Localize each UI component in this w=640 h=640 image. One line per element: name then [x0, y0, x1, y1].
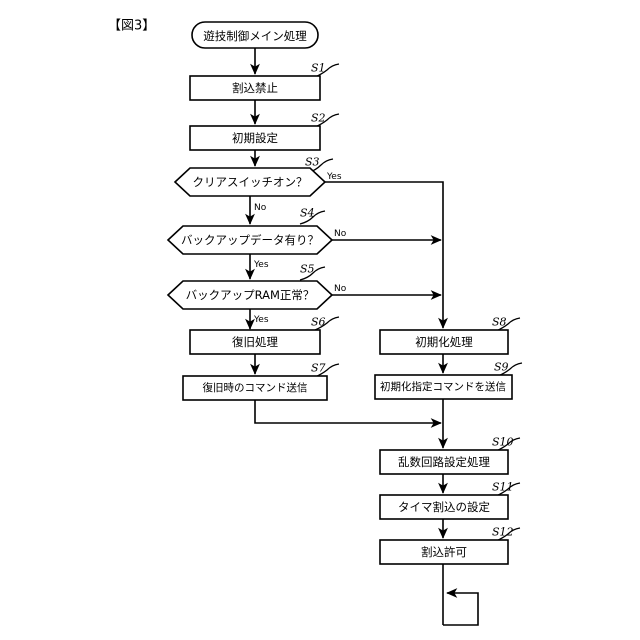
s11-label: タイマ割込の設定: [398, 500, 490, 514]
step-label-s7: S7: [311, 362, 326, 375]
node-s9[interactable]: 初期化指定コマンドを送信: [374, 374, 513, 400]
step-label-s11: S11: [492, 481, 514, 494]
step-label-s12: S12: [492, 526, 514, 539]
figure-label: 【図3】: [108, 19, 155, 34]
node-s11[interactable]: タイマ割込の設定: [379, 494, 509, 520]
node-s3[interactable]: クリアスイッチオン？: [173, 167, 327, 197]
s3-label: クリアスイッチオン？: [193, 175, 308, 189]
step-label-s6: S6: [311, 316, 326, 329]
s4-shape: [166, 225, 334, 255]
node-s12[interactable]: 割込許可: [379, 539, 509, 565]
leader-s1: [314, 63, 340, 78]
branch-label-s3-no: No: [254, 203, 267, 213]
leader-s5: [299, 266, 326, 281]
s6-shape: [189, 329, 321, 355]
start-shape: [191, 21, 319, 49]
s7-label: 復旧時のコマンド送信: [203, 381, 308, 394]
branch-label-s5-yes: Yes: [253, 315, 269, 325]
leader-s12: [495, 527, 521, 542]
step-label-s10: S10: [492, 436, 514, 449]
connector-s3-yes-to-rail: [325, 181, 448, 329]
s12-shape: [379, 539, 509, 565]
s12-label: 割込許可: [421, 545, 467, 559]
s9-shape: [374, 374, 513, 400]
step-label-s1: S1: [311, 62, 326, 75]
node-s1[interactable]: 割込禁止: [189, 75, 321, 101]
s4-label: バックアップデータ有り？: [181, 233, 319, 247]
node-s8[interactable]: 初期化処理: [379, 329, 509, 355]
connector-s7-to-rail: [254, 400, 442, 428]
connector-loop-back: [443, 588, 479, 626]
start-label: 遊技制御メイン処理: [203, 29, 307, 43]
step-label-s9: S9: [494, 361, 509, 374]
s8-label: 初期化処理: [415, 335, 473, 349]
step-label-s4: S4: [300, 207, 315, 220]
branch-label-s5-no: No: [334, 284, 347, 294]
s3-shape: [173, 167, 327, 197]
leader-s4: [299, 210, 326, 225]
s8-shape: [379, 329, 509, 355]
branch-label-s3-yes: Yes: [326, 172, 342, 182]
node-s10[interactable]: 乱数回路設定処理: [379, 449, 509, 475]
leader-s8: [495, 317, 521, 332]
node-s5[interactable]: バックアップRAM正常？: [166, 280, 334, 310]
branch-label-s4-no: No: [334, 229, 347, 239]
s1-label: 割込禁止: [232, 81, 278, 95]
s2-shape: [189, 125, 321, 151]
s11-shape: [379, 494, 509, 520]
leader-s2: [314, 113, 340, 128]
s10-label: 乱数回路設定処理: [398, 455, 490, 469]
s10-shape: [379, 449, 509, 475]
node-s4[interactable]: バックアップデータ有り？: [166, 225, 334, 255]
node-start[interactable]: 遊技制御メイン処理: [191, 21, 319, 49]
s1-shape: [189, 75, 321, 101]
leader-s7: [314, 363, 340, 378]
branch-label-s4-yes: Yes: [253, 260, 269, 270]
leader-s11: [495, 482, 521, 497]
leader-s9: [497, 362, 523, 377]
leader-s6: [314, 316, 340, 331]
node-s2[interactable]: 初期設定: [189, 125, 321, 151]
leader-s10: [495, 437, 521, 452]
s7-shape: [182, 375, 328, 401]
step-label-s2: S2: [311, 112, 326, 125]
s9-label: 初期化指定コマンドを送信: [380, 380, 506, 393]
s5-label: バックアップRAM正常？: [186, 288, 315, 302]
node-s6[interactable]: 復旧処理: [189, 329, 321, 355]
step-label-s8: S8: [492, 316, 507, 329]
step-label-s5: S5: [300, 263, 315, 276]
s5-shape: [166, 280, 334, 310]
s2-label: 初期設定: [232, 131, 278, 145]
step-label-s3: S3: [305, 156, 320, 169]
node-s7[interactable]: 復旧時のコマンド送信: [182, 375, 328, 401]
s6-label: 復旧処理: [232, 335, 278, 349]
